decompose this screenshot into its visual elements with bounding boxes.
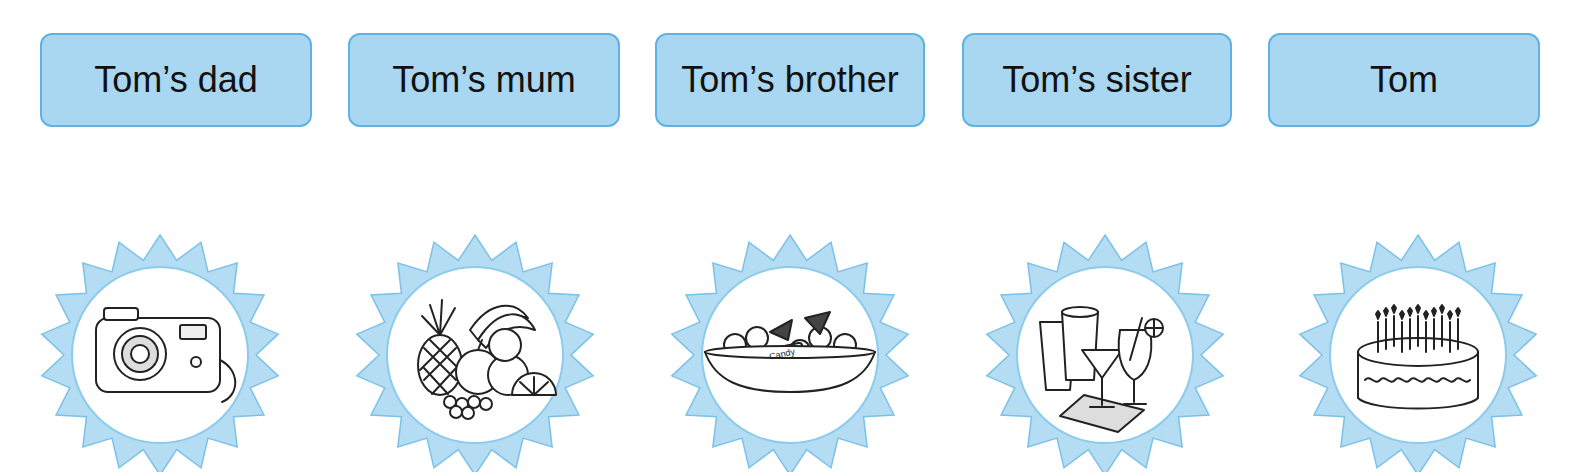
badge-star xyxy=(1300,235,1536,472)
candle-flame xyxy=(1416,305,1420,313)
badge-circle xyxy=(72,267,248,443)
badge-circle xyxy=(702,267,878,443)
candle xyxy=(1433,319,1435,349)
candle-flame xyxy=(1448,311,1452,319)
candle xyxy=(1385,319,1387,349)
candle xyxy=(1377,322,1379,352)
candle xyxy=(1409,319,1411,349)
cake-illustration xyxy=(1358,305,1478,409)
badge-group xyxy=(42,235,1536,472)
candle-flame xyxy=(1456,308,1460,316)
badge-circle xyxy=(387,267,563,443)
badge-star xyxy=(672,235,908,472)
camera-illustration xyxy=(96,308,235,402)
candle-flame xyxy=(1392,305,1396,313)
badge-circle xyxy=(1330,267,1506,443)
badge-star xyxy=(987,235,1223,472)
candle xyxy=(1417,316,1419,346)
name-box: Tom’s sister xyxy=(962,33,1232,127)
fruit-illustration xyxy=(418,300,556,419)
name-box: Tom’s dad xyxy=(40,33,312,127)
name-box: Tom’s brother xyxy=(655,33,925,127)
candle xyxy=(1393,316,1395,346)
name-box: Tom’s mum xyxy=(348,33,620,127)
badge-circle xyxy=(1017,267,1193,443)
candle-flame xyxy=(1424,311,1428,319)
name-label: Tom’s dad xyxy=(94,59,257,101)
candle-flame xyxy=(1440,305,1444,313)
badge-star xyxy=(42,235,278,472)
candle-flame xyxy=(1408,308,1412,316)
candle xyxy=(1401,322,1403,352)
name-label: Tom’s sister xyxy=(1002,59,1191,101)
candle-flame xyxy=(1432,308,1436,316)
candle xyxy=(1449,322,1451,352)
candle-flame xyxy=(1384,308,1388,316)
candy-bowl-illustration xyxy=(705,312,875,392)
candle-flame xyxy=(1376,311,1380,319)
candle xyxy=(1425,322,1427,352)
badge-star xyxy=(357,235,593,472)
name-label: Tom’s mum xyxy=(392,59,575,101)
name-box: Tom xyxy=(1268,33,1540,127)
name-label: Tom’s brother xyxy=(681,59,898,101)
name-label: Tom xyxy=(1370,59,1438,101)
candle xyxy=(1457,319,1459,349)
drinks-illustration xyxy=(1040,307,1163,432)
candle-flame xyxy=(1400,311,1404,319)
candle xyxy=(1441,316,1443,346)
